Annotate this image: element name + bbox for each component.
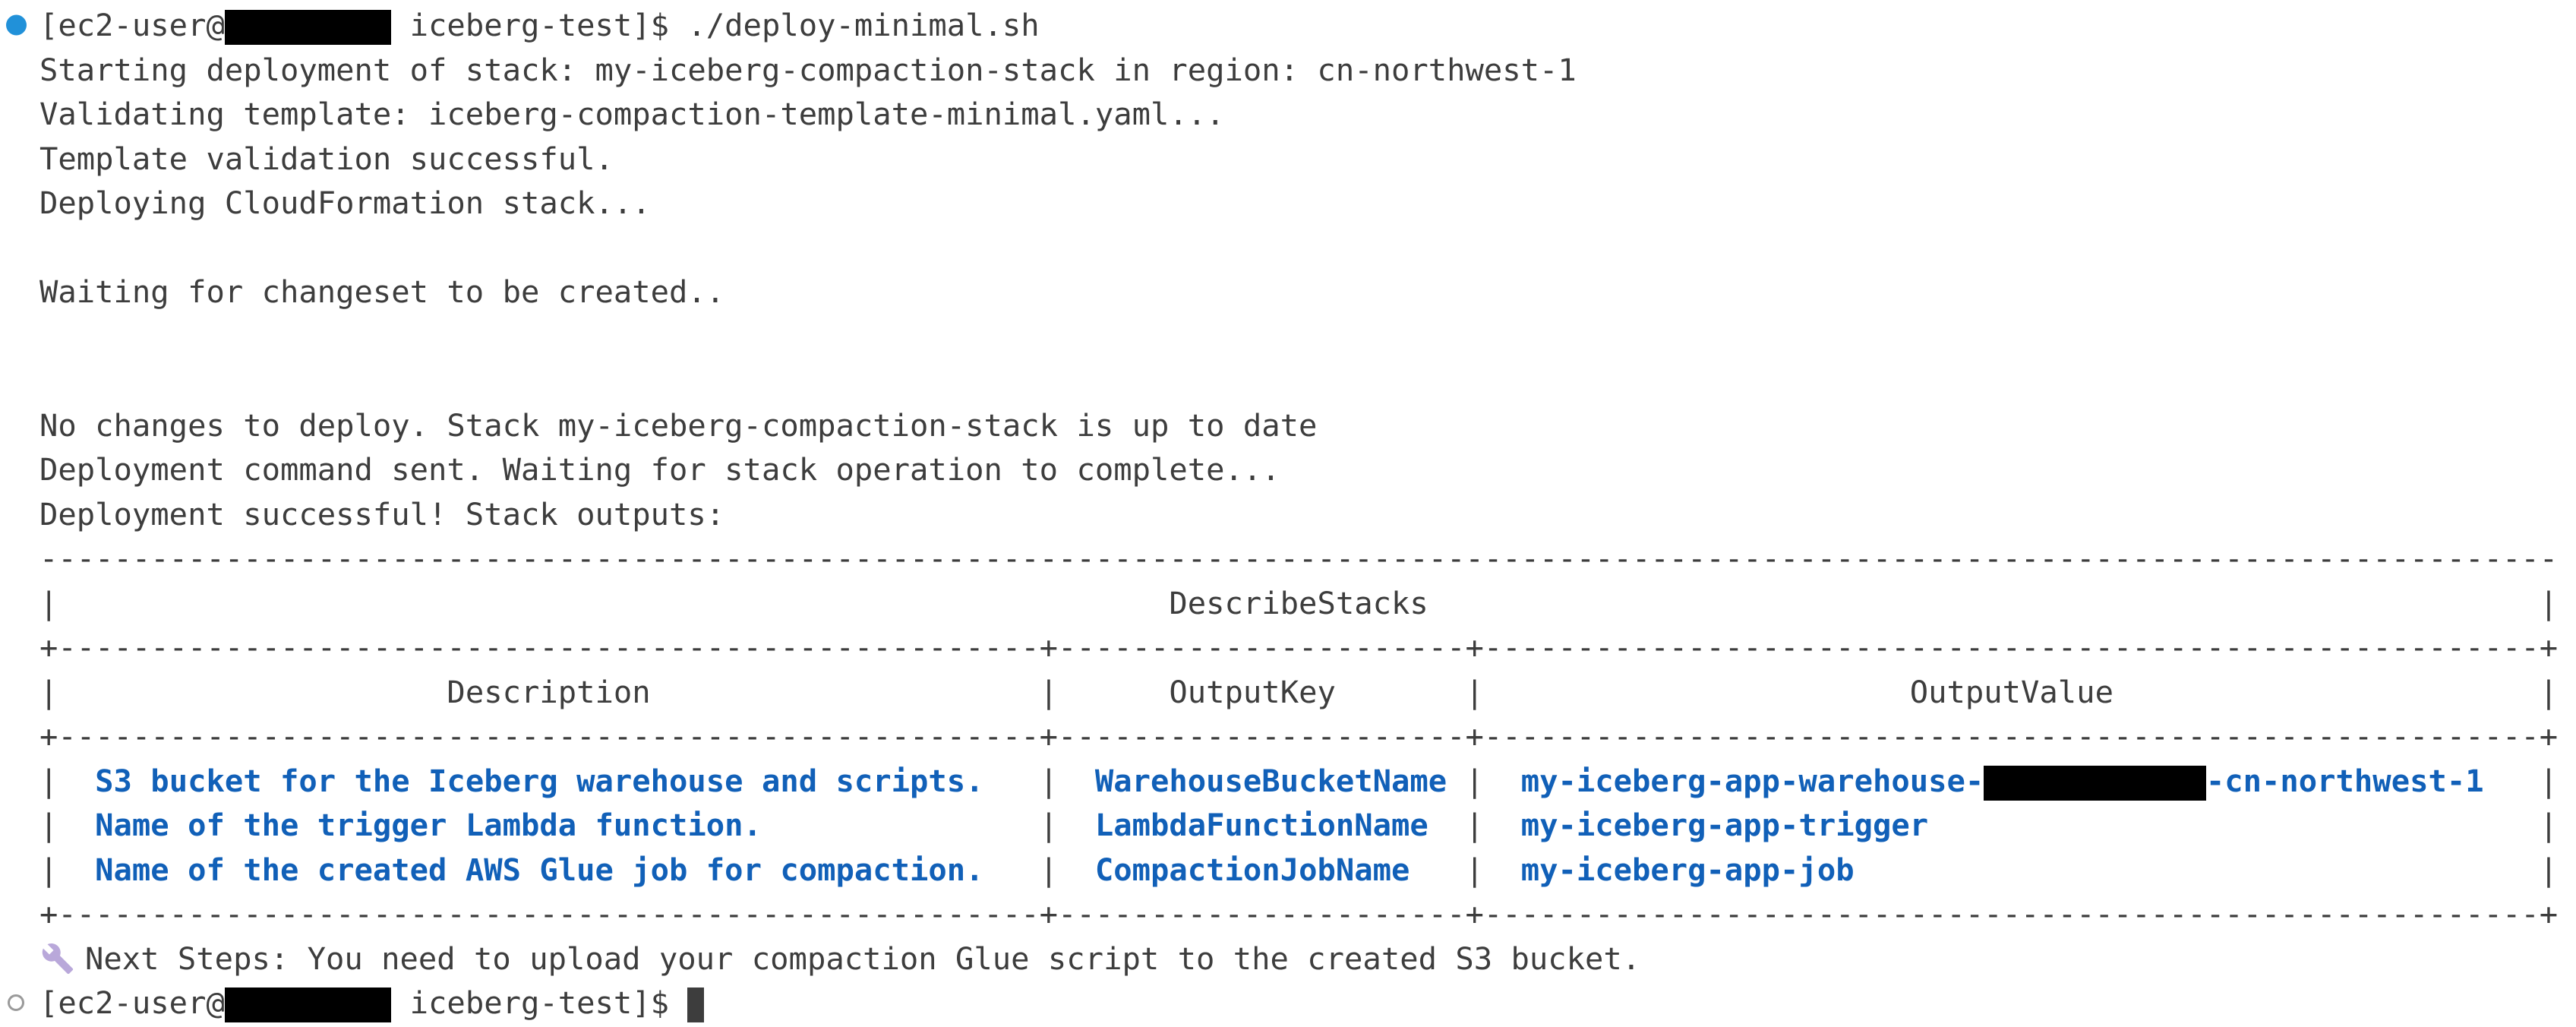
column-header-description: Description	[58, 673, 1040, 710]
prompt-text: iceberg-test]$	[391, 984, 688, 1021]
cell-description: Name of the created AWS Glue job for com…	[58, 851, 1040, 888]
table-separator: +---------------------------------------…	[0, 625, 2576, 670]
table-border: |	[39, 584, 58, 621]
table-row: | Name of the created AWS Glue job for c…	[0, 848, 2576, 893]
table-border: |	[39, 807, 58, 843]
redacted-hostname	[224, 10, 392, 45]
table-border: |	[2539, 673, 2559, 710]
cell-output-value: my-iceberg-app-job	[1483, 851, 2540, 888]
output-line: Validating template: iceberg-compaction-…	[0, 92, 2576, 137]
table-border: |	[39, 673, 58, 710]
output-line: Waiting for changeset to be created..	[0, 270, 2576, 314]
blank-line	[0, 314, 2576, 359]
table-border: |	[2539, 762, 2559, 799]
output-line: Deploying CloudFormation stack...	[0, 181, 2576, 226]
terminal-cursor	[687, 988, 705, 1022]
border-text: ----------------------------------------…	[39, 540, 2559, 577]
cell-output-value: my-iceberg-app-trigger	[1483, 807, 2540, 843]
cell-description: S3 bucket for the Iceberg warehouse and …	[58, 762, 1040, 799]
table-separator: +---------------------------------------…	[0, 892, 2576, 937]
blank-line	[0, 226, 2576, 270]
cell-output-value: -cn-northwest-1	[2205, 762, 2540, 799]
redacted-account-id	[1984, 765, 2206, 801]
border-text: +---------------------------------------…	[39, 629, 2559, 665]
output-line: Deployment successful! Stack outputs:	[0, 492, 2576, 537]
table-title: DescribeStacks	[58, 584, 2540, 621]
cell-output-key: LambdaFunctionName	[1058, 807, 1466, 843]
output-text: Starting deployment of stack: my-iceberg…	[39, 51, 1577, 88]
prompt-command: iceberg-test]$ ./deploy-minimal.sh	[391, 7, 1040, 43]
table-border: |	[1039, 851, 1059, 888]
table-border: |	[1039, 807, 1059, 843]
cell-output-value: my-iceberg-app-warehouse-	[1483, 762, 1984, 799]
output-text: No changes to deploy. Stack my-iceberg-c…	[39, 406, 1318, 444]
blank-line	[0, 359, 2576, 403]
next-steps-text: Next Steps: You need to upload your comp…	[85, 940, 1641, 977]
column-header-output-key: OutputKey	[1058, 673, 1466, 710]
table-title-row: | DescribeStacks |	[0, 581, 2576, 626]
border-text: +---------------------------------------…	[39, 718, 2559, 754]
table-border: |	[2539, 851, 2559, 888]
output-line: Deployment command sent. Waiting for sta…	[0, 447, 2576, 492]
cell-output-key: WarehouseBucketName	[1058, 762, 1466, 799]
table-border: |	[1039, 673, 1059, 710]
prompt-line-top: [ec2-user@ iceberg-test]$ ./deploy-minim…	[0, 3, 2576, 48]
table-row: | Name of the trigger Lambda function. |…	[0, 803, 2576, 848]
table-border: |	[1465, 851, 1484, 888]
output-text: Waiting for changeset to be created..	[39, 273, 725, 310]
table-border: |	[1465, 807, 1484, 843]
cell-description: Name of the trigger Lambda function.	[58, 807, 1040, 843]
table-border: |	[39, 762, 58, 799]
command-success-decoration-icon[interactable]	[6, 14, 27, 36]
output-text: Validating template: iceberg-compaction-…	[39, 96, 1225, 132]
table-border: |	[1465, 762, 1484, 799]
output-text: Template validation successful.	[39, 140, 614, 177]
command-pending-decoration-icon[interactable]	[8, 994, 24, 1012]
redacted-hostname	[224, 988, 392, 1022]
column-header-output-value: OutputValue	[1483, 673, 2540, 710]
wrench-icon	[42, 943, 74, 974]
table-row: | S3 bucket for the Iceberg warehouse an…	[0, 759, 2576, 804]
output-line: No changes to deploy. Stack my-iceberg-c…	[0, 403, 2576, 448]
output-text: Deploying CloudFormation stack...	[39, 185, 651, 221]
table-border: |	[1465, 673, 1484, 710]
prompt-line-bottom: [ec2-user@ iceberg-test]$	[0, 981, 2576, 1025]
table-top-border: ----------------------------------------…	[0, 536, 2576, 581]
table-border: |	[1039, 762, 1059, 799]
table-header-row: | Description | OutputKey | OutputValue …	[0, 670, 2576, 715]
prompt-text: [ec2-user@	[39, 984, 225, 1021]
table-border: |	[2539, 584, 2559, 621]
table-border: |	[39, 851, 58, 888]
output-line: Starting deployment of stack: my-iceberg…	[0, 48, 2576, 93]
border-text: +---------------------------------------…	[39, 896, 2559, 932]
cell-output-key: CompactionJobName	[1058, 851, 1466, 888]
output-text: Deployment successful! Stack outputs:	[39, 495, 725, 532]
table-separator: +---------------------------------------…	[0, 714, 2576, 759]
prompt-text: [ec2-user@	[39, 7, 225, 43]
next-steps-line: Next Steps: You need to upload your comp…	[0, 937, 2576, 981]
output-line: Template validation successful.	[0, 137, 2576, 182]
output-text: Deployment command sent. Waiting for sta…	[39, 451, 1280, 488]
table-border: |	[2539, 807, 2559, 843]
